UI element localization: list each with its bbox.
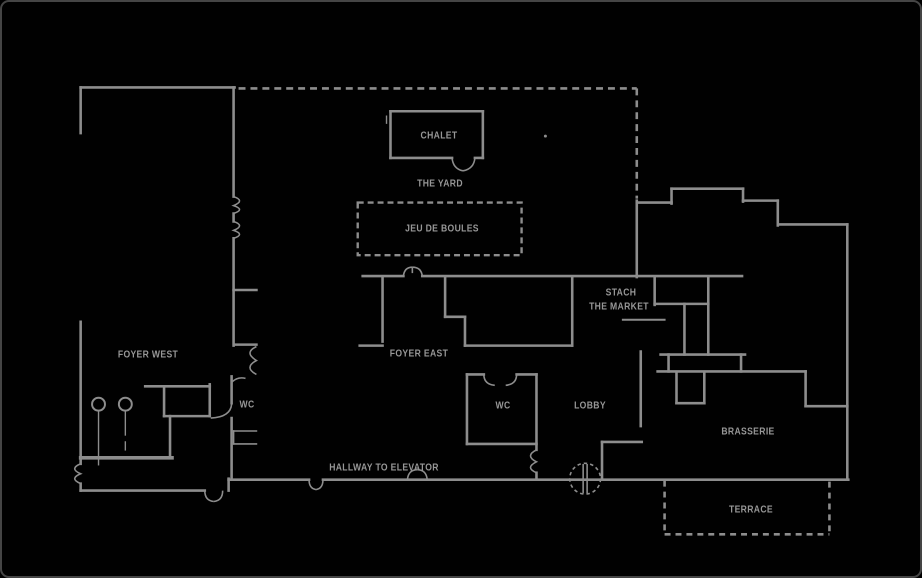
floorplan-drawing <box>73 86 850 536</box>
